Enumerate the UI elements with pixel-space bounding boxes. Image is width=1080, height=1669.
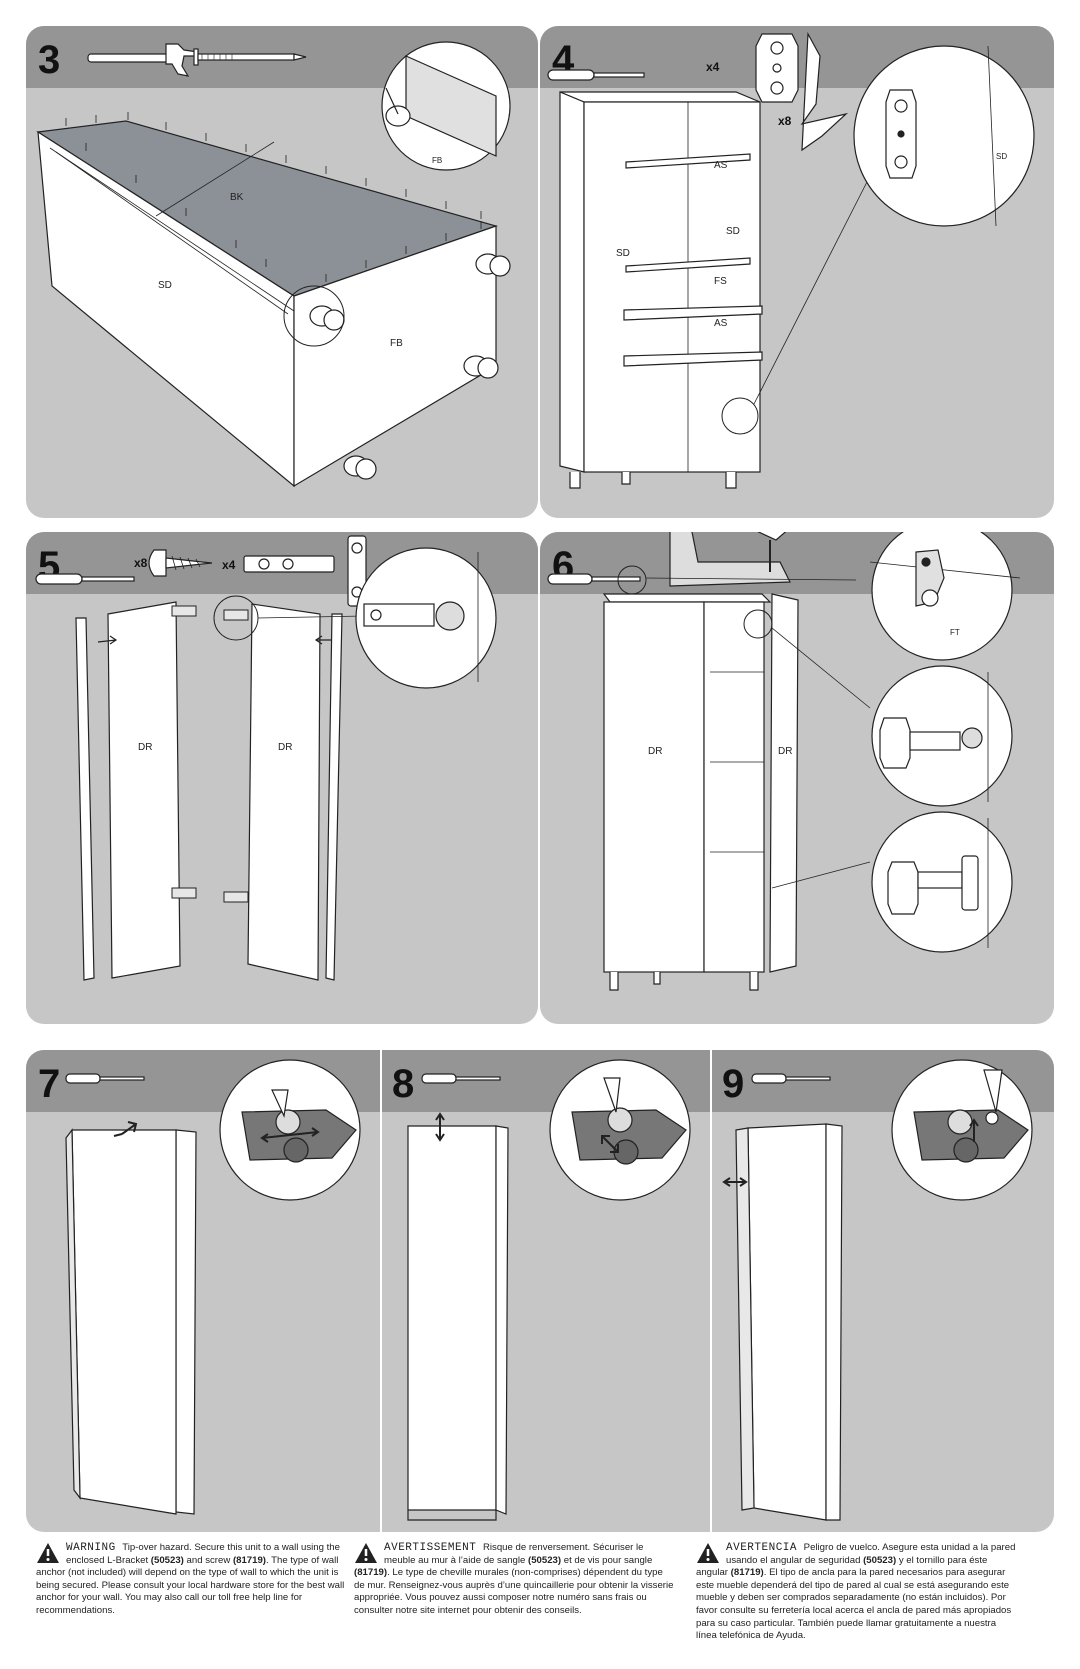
warning-triangle-icon [697, 1543, 719, 1563]
detail-circle [355, 547, 497, 689]
part-number: (50523) [863, 1554, 897, 1566]
label-as-top: AS [714, 160, 728, 171]
warning-text: y el tornillo para éste angular [696, 1554, 988, 1579]
wood-screw-icon [148, 549, 213, 577]
screwdriver-icon [547, 573, 641, 585]
warning-french: AVERTISSEMENT Risque de renversement. Sé… [354, 1542, 674, 1618]
screwdriver-icon [65, 1073, 145, 1084]
step-4-illustration [547, 31, 1035, 489]
detail-circle [219, 1059, 361, 1201]
door-panels [75, 601, 343, 981]
detail-circle [549, 1059, 691, 1201]
nail-icon [193, 48, 307, 66]
label-fb-detail: FB [432, 156, 443, 165]
label-dr-right: DR [778, 746, 793, 757]
quantity-x8: x8 [134, 556, 148, 570]
hinges-on-doors [171, 605, 249, 903]
step-5-panel: 5 [26, 532, 538, 1024]
steps-7-9-panel: 7 8 [26, 1050, 1054, 1532]
detail-circle [871, 811, 1013, 953]
warning-triangle-icon [355, 1543, 377, 1563]
quantity-x4: x4 [706, 60, 720, 74]
label-ft-detail: FT [950, 628, 960, 637]
l-bracket-icon [669, 532, 791, 587]
warning-text: . El tipo de ancla para la pared necesar… [696, 1567, 1012, 1642]
cabinet-with-doors [602, 593, 799, 991]
label-dr-left: DR [138, 742, 153, 753]
screwdriver-icon [751, 1073, 831, 1084]
step-6-illustration [547, 532, 1021, 991]
door-open [65, 1128, 197, 1515]
warning-text: et de vis pour sangle [561, 1554, 653, 1566]
warning-heading: AVERTISSEMENT [384, 1542, 477, 1554]
warning-text: . The type of wall anchor (not included)… [36, 1554, 345, 1616]
screwdriver-icon [35, 573, 135, 585]
step-4-panel: 4 [540, 26, 1054, 518]
step-number: 8 [392, 1062, 415, 1106]
cabinet-lying [36, 120, 498, 488]
step-number: 7 [38, 1062, 61, 1106]
warning-heading: WARNING [66, 1542, 116, 1554]
part-number: (50523) [150, 1554, 184, 1566]
hinge-icon [800, 31, 849, 152]
align-arrows [97, 635, 332, 645]
warning-triangle-icon [37, 1543, 59, 1563]
detail-circle [869, 532, 1021, 661]
label-sd-left: SD [616, 248, 630, 259]
step-number: 9 [722, 1062, 745, 1106]
step-header-band [26, 1050, 1054, 1112]
part-number: (81719) [730, 1567, 764, 1579]
step-3-illustration [36, 41, 511, 488]
warning-text: Risque de renversement. Sécuriser le meu… [384, 1542, 644, 1566]
part-number: (50523) [528, 1554, 562, 1566]
step-6-panel: 6 [540, 532, 1054, 1024]
label-sd: SD [158, 280, 172, 291]
warning-english: WARNING Tip-over hazard. Secure this uni… [36, 1542, 356, 1618]
warning-text: . Le type de cheville murales (non-compr… [354, 1567, 674, 1616]
part-number: (81719) [232, 1554, 267, 1566]
divider [380, 1050, 382, 1532]
label-dr-left: DR [648, 746, 663, 757]
label-bk: BK [230, 192, 244, 203]
step-7-illustration [65, 1059, 361, 1515]
step-9-illustration [722, 1059, 1033, 1521]
door-open [407, 1125, 509, 1521]
step-8-illustration [407, 1059, 691, 1521]
screwdriver-icon [421, 1073, 501, 1084]
detail-circle [871, 665, 1013, 807]
warning-spanish: AVERTENCIA Peligro de vuelco. Asegure es… [696, 1542, 1016, 1643]
cabinet-legs [309, 253, 511, 480]
quantity-x4: x4 [222, 558, 236, 572]
step-number: 3 [38, 38, 61, 82]
label-fb: FB [390, 338, 403, 349]
warning-text: Tip-over hazard. Secure this unit to a w… [66, 1542, 340, 1566]
warning-text: Peligro de vuelco. Asegure esta unidad a… [726, 1542, 1016, 1566]
quantity-x8: x8 [778, 114, 792, 128]
warning-heading: AVERTENCIA [726, 1542, 798, 1554]
label-sd-detail: SD [996, 152, 1008, 161]
l-bracket-icon [243, 555, 335, 573]
detail-circle [891, 1059, 1033, 1201]
label-as-bottom: AS [714, 318, 728, 329]
door-open [735, 1123, 843, 1521]
warning-text: and screw [183, 1554, 233, 1566]
label-fs: FS [714, 276, 727, 287]
part-number: (81719) [354, 1567, 388, 1579]
detail-circle [381, 41, 511, 171]
step-3-panel: 3 [26, 26, 538, 518]
divider [710, 1050, 712, 1532]
screwdriver-icon [547, 69, 645, 81]
hinge-plate-icon [755, 33, 799, 103]
detail-circle [853, 45, 1035, 227]
cabinet-upright [559, 91, 763, 489]
hammer-icon [87, 43, 199, 77]
step-5-illustration [35, 535, 497, 981]
label-sd-right: SD [726, 226, 740, 237]
label-dr-right: DR [278, 742, 293, 753]
